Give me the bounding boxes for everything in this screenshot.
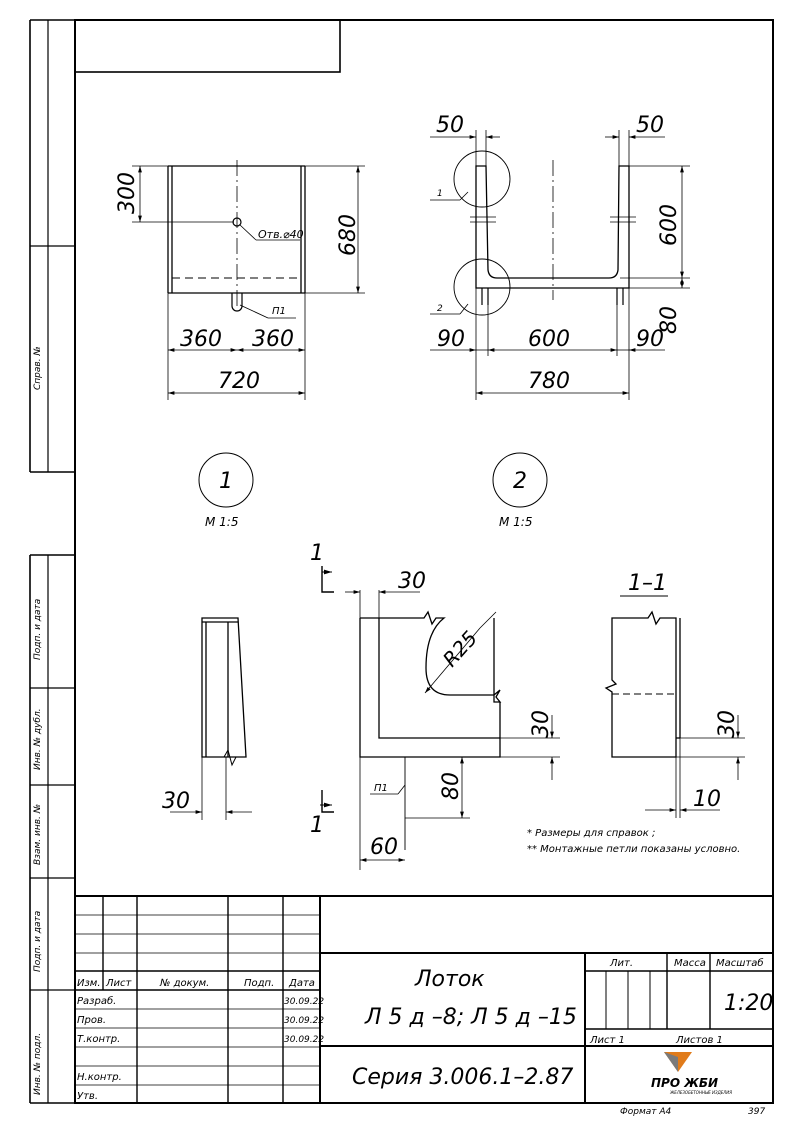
logo-subtext: ЖЕЛЕЗОБЕТОННЫЕ ИЗДЕЛИЯ	[669, 1090, 732, 1095]
dim-360-right: 360	[252, 327, 294, 352]
dim-90-right: 90	[636, 327, 664, 352]
dim-80-vert: 80	[657, 306, 682, 334]
row-razrab: Разраб.	[77, 995, 116, 1007]
dim-600-vert: 600	[657, 204, 682, 246]
callout-1: 1	[437, 189, 443, 199]
bubble-2-number: 2	[513, 469, 527, 494]
format-label: Формат А4	[620, 1107, 672, 1117]
dim-360-left: 360	[180, 327, 222, 352]
sheets-label: Листов 1	[675, 1035, 723, 1046]
side-label-podp-data-2: Подп. и дата	[33, 910, 43, 972]
lit-label: Лит.	[609, 958, 633, 969]
page-number: 397	[748, 1107, 765, 1117]
series: Серия 3.006.1–2.87	[352, 1065, 573, 1090]
scale-label: Масштаб	[716, 957, 764, 969]
row-utv: Утв.	[77, 1091, 98, 1102]
row-prov: Пров.	[77, 1015, 106, 1026]
company-logo: ПРО ЖБИ ЖЕЛЕЗОБЕТОННЫЕ ИЗДЕЛИЯ	[651, 1052, 732, 1095]
hole-note: Отв.⌀40	[258, 228, 304, 241]
note-1: * Размеры для справок ;	[527, 828, 655, 839]
dim-300: 300	[115, 172, 140, 214]
detail-bubble-1	[198, 452, 254, 508]
col-list: Лист	[105, 978, 133, 989]
detail-2-dim-60: 60	[370, 835, 398, 860]
section-1-1	[604, 595, 745, 818]
bubble-1-scale: М 1:5	[205, 515, 238, 529]
row-tkontr-date: 30.09.22	[284, 1035, 324, 1045]
dim-720: 720	[218, 369, 260, 394]
loop-label-top: П1	[272, 306, 286, 317]
cross-section-view	[430, 130, 690, 400]
section-mark-top: 1	[310, 541, 324, 566]
row-nkontr: Н.контр.	[77, 1072, 122, 1083]
front-view	[132, 160, 365, 400]
detail-2-dim-30-top: 30	[398, 569, 426, 594]
bubble-1-number: 1	[219, 469, 233, 494]
section-mark-bottom: 1	[310, 813, 324, 838]
dim-680: 680	[336, 214, 361, 256]
detail-2-corner	[320, 566, 560, 870]
row-razrab-date: 30.09.22	[284, 997, 324, 1007]
dim-600-horiz: 600	[528, 327, 570, 352]
detail-bubble-2	[492, 452, 548, 508]
side-label-podp-data-1: Подп. и дата	[33, 598, 43, 660]
side-label-vzam-inv: Взам. инв. №	[33, 803, 43, 865]
bubble-2-scale: М 1:5	[499, 515, 532, 529]
col-date: Дата	[288, 978, 315, 989]
col-doc: № докум.	[159, 978, 209, 989]
side-label-inv-dubl: Инв. № дубл.	[33, 708, 43, 770]
col-izm: Изм.	[77, 978, 101, 989]
title-block-grid	[75, 895, 773, 1103]
dim-50-right: 50	[636, 113, 664, 138]
dim-90-left: 90	[437, 327, 465, 352]
scale-value: 1:20	[724, 991, 773, 1016]
section-title: 1–1	[628, 571, 667, 596]
detail-2-loop-label: П1	[374, 783, 388, 794]
note-2: ** Монтажные петли показаны условно.	[527, 844, 740, 855]
dim-50-left: 50	[436, 113, 464, 138]
sheet-frame	[29, 19, 774, 1104]
section-dim-30: 30	[715, 710, 740, 738]
detail-1-dim-30: 30	[162, 789, 190, 814]
section-dim-10: 10	[693, 787, 721, 812]
detail-1-wall	[170, 617, 252, 820]
col-sign: Подп.	[244, 978, 274, 989]
dim-780: 780	[528, 369, 570, 394]
product-marks: Л 5 д –8; Л 5 д –15	[364, 1005, 577, 1030]
detail-2-dim-80: 80	[439, 772, 464, 800]
product-name: Лоток	[414, 967, 485, 992]
callout-2: 2	[437, 304, 443, 314]
row-tkontr: Т.контр.	[77, 1034, 120, 1045]
logo-text: ПРО ЖБИ	[651, 1076, 718, 1090]
mass-label: Масса	[674, 958, 706, 969]
detail-2-dim-30-right: 30	[529, 710, 554, 738]
side-label-sprav: Справ. №	[33, 346, 43, 390]
sheet-label: Лист 1	[589, 1035, 625, 1046]
side-label-inv-podl: Инв. № подл.	[33, 1032, 43, 1095]
row-prov-date: 30.09.22	[284, 1016, 324, 1026]
